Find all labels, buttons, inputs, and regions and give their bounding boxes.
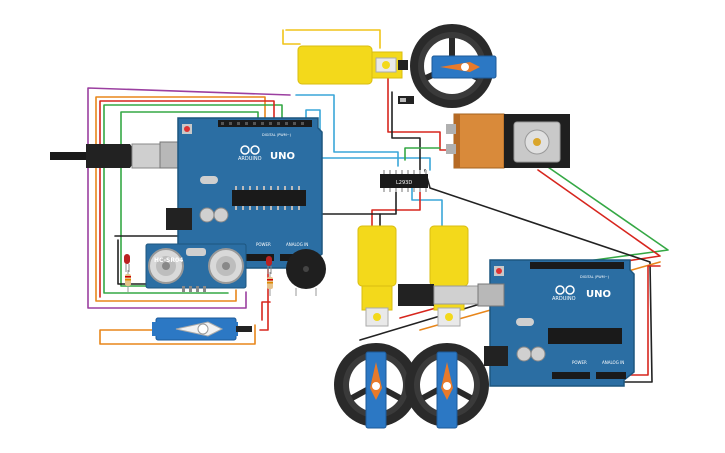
usb-cable [50, 152, 90, 160]
driver-ic-label: L293D [396, 180, 412, 186]
analog-header-2 [596, 372, 626, 379]
digital-header-2 [530, 262, 624, 269]
piezo-buzzer[interactable] [286, 249, 326, 296]
motor-driver-ic[interactable]: L293D [380, 170, 428, 192]
wire-green-long [544, 164, 669, 263]
arduino-2-analog-label: ANALOG IN [602, 360, 624, 365]
led-2[interactable] [266, 256, 272, 274]
arduino-2-model: UNO [586, 289, 611, 300]
wire-black-mid [379, 187, 397, 227]
ultrasonic-label: HC-SR04 [154, 257, 183, 264]
arduino-uno-2[interactable]: ARDUINO UNO DIGITAL (PWM~) POWER ANALOG … [477, 259, 635, 387]
ultrasonic-pins [182, 286, 206, 292]
power-jack-2 [484, 346, 508, 366]
wire-black-ic [391, 91, 421, 171]
wire-purple-left [87, 87, 291, 309]
ultrasonic-crystal [186, 248, 206, 256]
board-outline-2 [489, 259, 635, 387]
arduino-1-digital-label: DIGITAL (PWM~) [262, 133, 292, 137]
arduino-logo-icon [240, 145, 260, 155]
digital-header-pins [221, 122, 304, 125]
crystal [200, 176, 218, 184]
arduino-uno-1[interactable]: ARDUINO UNO DIGITAL (PWM~) POWER ANALOG … [50, 117, 323, 269]
wheel-bottom-right[interactable] [405, 343, 489, 429]
resistor-2 [267, 272, 273, 296]
capacitor-3 [516, 346, 532, 362]
capacitor-1 [199, 207, 215, 223]
wheel-bottom-left[interactable] [334, 343, 418, 429]
microcontroller-chip-2 [548, 328, 622, 344]
gear-motor-right[interactable] [429, 225, 469, 327]
servo-motor-top[interactable] [431, 55, 497, 79]
gear-motor-left[interactable] [357, 225, 397, 327]
gear-motor-top[interactable] [297, 45, 408, 85]
usb-cable-2 [398, 284, 491, 306]
servo-motor-1[interactable] [152, 317, 252, 341]
slide-switch[interactable] [398, 96, 414, 104]
capacitor-2 [213, 207, 229, 223]
arduino-1-model: UNO [270, 151, 295, 162]
arduino-2-digital-label: DIGITAL (PWM~) [580, 275, 610, 279]
chip-pins [235, 186, 300, 210]
wire-red-ic [387, 55, 457, 151]
ultrasonic-sensor[interactable]: HC-SR04 [145, 243, 247, 292]
capacitor-4 [530, 346, 546, 362]
power-header-2 [552, 372, 590, 379]
microcontroller-chip [232, 190, 306, 206]
wire-green-ic [404, 147, 441, 161]
wire-red-left [99, 100, 275, 298]
wire-yellow-top [282, 29, 301, 45]
arduino-1-brand: ARDUINO [238, 156, 262, 162]
arduino-2-brand: ARDUINO [552, 296, 576, 302]
wire-yellow-top-2 [285, 29, 381, 49]
crystal-2 [516, 318, 534, 326]
wire-red-led [261, 301, 271, 321]
led-1[interactable] [124, 254, 130, 272]
power-jack [166, 208, 192, 230]
wire-orange-servo [99, 324, 256, 345]
reset-button-cap[interactable] [184, 126, 190, 132]
digital-header [218, 120, 312, 127]
resistor-1 [125, 270, 131, 292]
wire-green-left [103, 104, 283, 294]
arduino-2-power-label: POWER [572, 360, 587, 365]
usb-port-2 [477, 283, 505, 307]
power-header [236, 254, 274, 261]
wire-blue-top [295, 94, 399, 167]
wire-blue-top-2 [305, 109, 431, 171]
usb-plug-icon [86, 144, 134, 168]
wire-blue-mid [411, 187, 443, 227]
arduino-1-power-label: POWER [256, 242, 271, 247]
dc-motor[interactable] [513, 121, 561, 163]
arduino-1-analog-label: ANALOG IN [286, 242, 308, 247]
arduino-logo-icon-2 [555, 285, 575, 295]
